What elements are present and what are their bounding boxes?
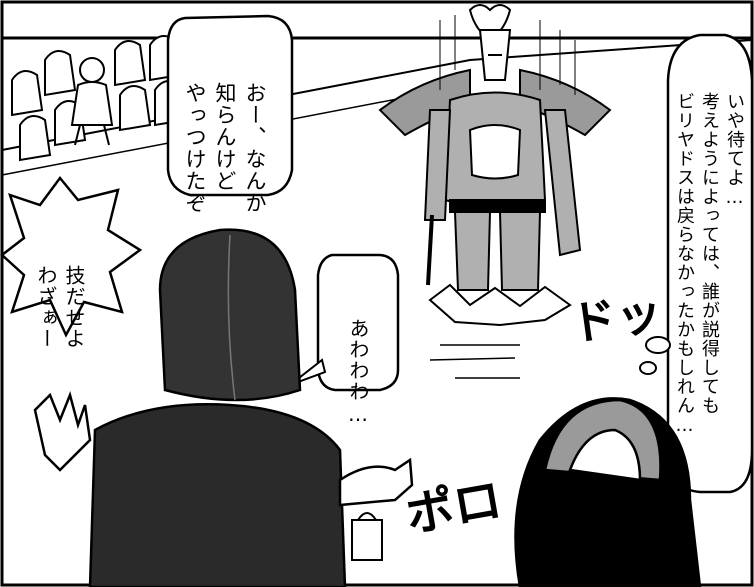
speech-spectator-line-2: 知らんけど bbox=[213, 82, 237, 192]
speech-stammer: あわわわ… bbox=[344, 268, 400, 427]
speech-spectator: おー、なんか 知らんけど やっつけたぞ bbox=[180, 32, 300, 214]
masked-fighter bbox=[33, 228, 414, 587]
speech-shout: 技だせよ わざぁー bbox=[32, 215, 116, 349]
armored-warrior bbox=[378, 4, 612, 327]
bubble-spectator bbox=[166, 14, 294, 197]
thought-line-2: 考えようによっては、誰が説得しても bbox=[699, 92, 720, 415]
bubble-stammer bbox=[316, 253, 400, 392]
speech-spectator-line-3: やっつけたぞ bbox=[183, 82, 207, 214]
thought-line-3: ビリヤドスは戻らなかったかもしれん… bbox=[674, 92, 695, 437]
speech-shout-line-2: わざぁー bbox=[34, 265, 58, 349]
bubble-shout bbox=[0, 175, 143, 338]
bubble-thought bbox=[666, 33, 754, 494]
speed-lines bbox=[429, 344, 520, 379]
spiky-hair-character bbox=[514, 397, 702, 587]
dropped-item bbox=[351, 512, 383, 561]
sfx-impact: ドッ bbox=[567, 284, 666, 352]
speech-stammer-line-1: あわわわ… bbox=[346, 318, 370, 427]
spectator-figure bbox=[70, 57, 114, 146]
thought-text: いや待てよ… 考えようによっては、誰が説得しても ビリヤドスは戻らなかったかもし… bbox=[672, 48, 754, 488]
speech-shout-line-1: 技だせよ bbox=[62, 265, 86, 349]
speech-spectator-line-1: おー、なんか bbox=[243, 82, 267, 214]
thought-line-1: いや待てよ… bbox=[724, 92, 745, 209]
